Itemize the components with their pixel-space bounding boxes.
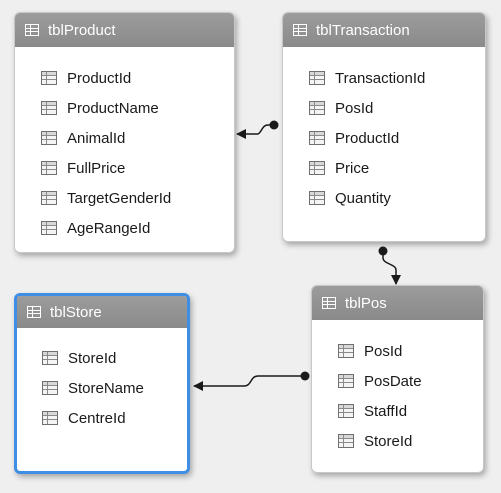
table-icon [27, 306, 41, 318]
field-row-transactionid[interactable]: TransactionId [309, 63, 485, 93]
relationship-transaction-product[interactable] [236, 120, 279, 139]
relationship-endpoint [300, 371, 310, 381]
table-header-tblpos[interactable]: tblPos [312, 286, 483, 320]
field-label: Price [335, 159, 370, 177]
field-list: ProductId ProductName AnimalId FullPrice… [15, 47, 234, 243]
field-row-productname[interactable]: ProductName [41, 93, 234, 123]
field-icon [309, 191, 325, 205]
field-icon [41, 131, 57, 145]
relationship-line [382, 251, 401, 285]
relationship-endpoint [378, 246, 388, 256]
table-title: tblStore [50, 303, 102, 321]
field-row-posid[interactable]: PosId [309, 93, 485, 123]
relationship-endpoint [269, 120, 279, 130]
field-icon [41, 101, 57, 115]
field-list: TransactionId PosId ProductId Price Quan… [283, 47, 485, 213]
field-label: Quantity [335, 189, 391, 207]
field-icon [41, 71, 57, 85]
field-row-storeid[interactable]: StoreId [42, 343, 187, 373]
field-label: TransactionId [335, 69, 426, 87]
field-row-productid[interactable]: ProductId [309, 123, 485, 153]
table-icon [25, 24, 39, 36]
field-label: StoreId [364, 432, 413, 450]
field-label: AgeRangeId [67, 219, 151, 237]
table-icon [322, 297, 336, 309]
table-header-tblproduct[interactable]: tblProduct [15, 13, 234, 47]
field-list: PosId PosDate StaffId StoreId [312, 320, 483, 456]
field-icon [41, 161, 57, 175]
field-icon [338, 434, 354, 448]
table-icon [293, 24, 307, 36]
table-title: tblPos [345, 294, 387, 312]
table-header-tbltransaction[interactable]: tblTransaction [283, 13, 485, 47]
field-row-agerangeid[interactable]: AgeRangeId [41, 213, 234, 243]
field-label: FullPrice [67, 159, 126, 177]
field-icon [309, 101, 325, 115]
field-label: StoreName [68, 379, 144, 397]
field-row-centreid[interactable]: CentreId [42, 403, 187, 433]
field-label: PosId [364, 342, 403, 360]
field-row-animalid[interactable]: AnimalId [41, 123, 234, 153]
table-title: tblTransaction [316, 21, 410, 39]
field-icon [42, 411, 58, 425]
field-icon [338, 404, 354, 418]
field-row-targetgenderid[interactable]: TargetGenderId [41, 183, 234, 213]
field-icon [42, 351, 58, 365]
field-label: StoreId [68, 349, 117, 367]
field-row-staffid[interactable]: StaffId [338, 396, 483, 426]
field-icon [309, 161, 325, 175]
field-icon [338, 374, 354, 388]
field-row-quantity[interactable]: Quantity [309, 183, 485, 213]
table-card-tblpos[interactable]: tblPos PosId PosDate StaffId StoreId [311, 285, 484, 473]
field-icon [309, 131, 325, 145]
field-row-posdate[interactable]: PosDate [338, 366, 483, 396]
field-row-price[interactable]: Price [309, 153, 485, 183]
table-card-tbltransaction[interactable]: tblTransaction TransactionId PosId Produ… [282, 12, 486, 242]
table-card-tblstore[interactable]: tblStore StoreId StoreName CentreId [14, 293, 190, 474]
field-row-productid[interactable]: ProductId [41, 63, 234, 93]
relationship-pos-store[interactable] [193, 371, 310, 391]
relationship-transaction-pos[interactable] [378, 246, 401, 285]
field-row-storename[interactable]: StoreName [42, 373, 187, 403]
table-card-tblproduct[interactable]: tblProduct ProductId ProductName AnimalI… [14, 12, 235, 253]
field-row-posid[interactable]: PosId [338, 336, 483, 366]
field-label: ProductId [335, 129, 400, 147]
field-label: TargetGenderId [67, 189, 172, 207]
field-label: ProductName [67, 99, 159, 117]
field-icon [41, 191, 57, 205]
table-title: tblProduct [48, 21, 116, 39]
field-row-fullprice[interactable]: FullPrice [41, 153, 234, 183]
field-icon [309, 71, 325, 85]
field-label: CentreId [68, 409, 126, 427]
relationship-line [236, 124, 274, 139]
field-icon [41, 221, 57, 235]
field-icon [42, 381, 58, 395]
table-header-tblstore[interactable]: tblStore [17, 296, 187, 328]
field-label: AnimalId [67, 129, 126, 147]
field-label: ProductId [67, 69, 132, 87]
field-label: PosDate [364, 372, 422, 390]
relationship-line [193, 375, 305, 391]
field-list: StoreId StoreName CentreId [17, 328, 187, 433]
field-label: StaffId [364, 402, 408, 420]
field-icon [338, 344, 354, 358]
field-row-storeid[interactable]: StoreId [338, 426, 483, 456]
field-label: PosId [335, 99, 374, 117]
